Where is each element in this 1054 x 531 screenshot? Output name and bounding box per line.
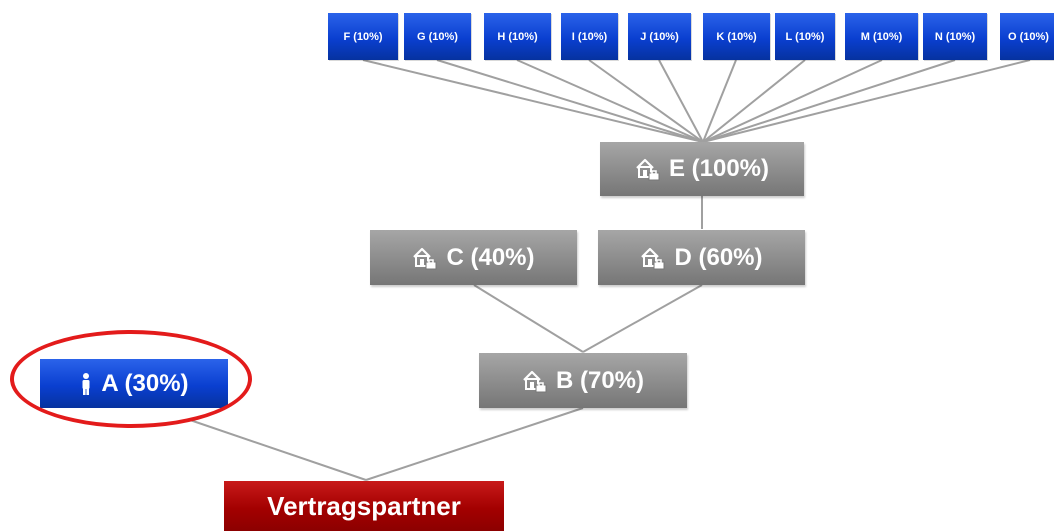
shareholder-n-label: N (10%) (934, 30, 976, 43)
person-icon (79, 372, 93, 396)
connector-f-e (362, 59, 704, 143)
shareholder-g: G (10%) (404, 13, 471, 60)
company-building-icon (640, 246, 666, 270)
shareholder-k: K (10%) (703, 13, 770, 60)
connector-b-partner (365, 407, 584, 481)
shareholder-f-label: F (10%) (343, 30, 383, 43)
company-building-icon (522, 369, 548, 393)
shareholder-l: L (10%) (775, 13, 835, 60)
connector-g-e (436, 59, 704, 143)
company-building-icon (635, 157, 661, 181)
shareholder-i: I (10%) (561, 13, 618, 60)
company-e: E (100%) (600, 142, 804, 196)
shareholder-l-label: L (10%) (785, 30, 825, 43)
shareholder-o: O (10%) (1000, 13, 1054, 60)
shareholder-o-label: O (10%) (1008, 30, 1049, 43)
shareholder-j-label: J (10%) (640, 30, 679, 43)
vertragspartner-label: Vertragspartner (267, 490, 461, 521)
shareholder-n: N (10%) (923, 13, 987, 60)
shareholder-i-label: I (10%) (571, 30, 608, 43)
shareholder-g-label: G (10%) (417, 30, 458, 43)
shareholder-h: H (10%) (484, 13, 551, 60)
connector-i-e (588, 59, 704, 143)
connector-m-e (702, 59, 883, 143)
company-building-icon (412, 246, 438, 270)
shareholder-h-label: H (10%) (497, 30, 538, 43)
connector-a-partner (189, 419, 367, 481)
connector-k-e (702, 59, 737, 143)
company-b-label: B (70%) (555, 366, 645, 394)
company-b: B (70%) (479, 353, 687, 408)
connector-c-b (473, 284, 584, 353)
connector-d-b (582, 284, 703, 353)
shareholder-m: M (10%) (845, 13, 918, 60)
connector-n-e (702, 59, 956, 143)
connector-j-e (658, 59, 704, 143)
vertragspartner-box: Vertragspartner (224, 481, 504, 531)
company-d: D (60%) (598, 230, 805, 285)
shareholder-k-label: K (10%) (716, 30, 757, 43)
shareholder-j: J (10%) (628, 13, 691, 60)
person-a: A (30%) (40, 359, 228, 408)
shareholder-m-label: M (10%) (860, 30, 903, 43)
company-c-label: C (40%) (446, 243, 535, 271)
connector-l-e (702, 59, 806, 143)
company-c: C (40%) (370, 230, 577, 285)
shareholder-f: F (10%) (328, 13, 398, 60)
connector-o-e (702, 59, 1031, 143)
connector-h-e (516, 59, 704, 143)
company-e-label: E (100%) (668, 155, 770, 182)
person-a-label: A (30%) (101, 369, 189, 397)
company-d-label: D (60%) (674, 243, 763, 271)
